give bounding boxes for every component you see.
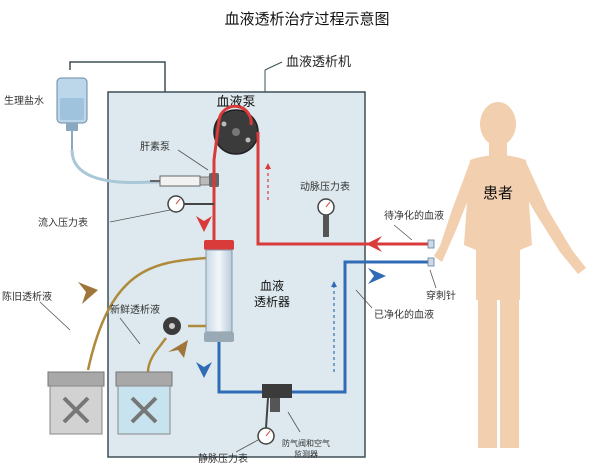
air-trap-detector <box>262 384 292 412</box>
puncture-needle <box>427 239 435 267</box>
machine-label: 血液透析机 <box>286 55 351 70</box>
red-arrow-down <box>196 216 212 232</box>
saline-bag <box>56 77 88 150</box>
blood-to-purify-label: 待净化的血液 <box>384 209 444 222</box>
fresh-dialysate-line <box>146 324 206 373</box>
dialyzer-label-line2: 透析器 <box>254 295 290 309</box>
puncture-needle-label: 穿刺针 <box>426 289 456 302</box>
red-arrow-incoming <box>366 236 382 252</box>
blood-pump-label: 血液泵 <box>216 95 255 110</box>
saline-label: 生理盐水 <box>4 94 44 107</box>
blue-arrow-outgoing <box>368 268 386 284</box>
venous-pressure-label: 静脉压力表 <box>198 452 248 465</box>
used-dialysate-line <box>86 256 207 371</box>
dialyzer-label-line1: 血液 <box>260 278 284 293</box>
patient-label: 患者 <box>483 184 513 202</box>
inflow-pressure-gauge <box>167 195 214 213</box>
used-dialysate-label: 陈旧透析液 <box>2 290 52 303</box>
used-dialysate-container <box>47 371 105 435</box>
saline-tube <box>70 149 205 184</box>
fresh-dialysate-container <box>115 371 173 435</box>
air-monitor-label-line2: 监测器 <box>294 449 318 459</box>
dialyzer <box>204 240 234 342</box>
brown-arrow-fresh <box>168 340 188 358</box>
purified-blood-label: 已净化的血液 <box>374 308 434 321</box>
fresh-dialysate-label: 新鲜透析液 <box>110 303 160 316</box>
inflow-pressure-label: 流入压力表 <box>38 216 88 229</box>
arterial-pressure-gauge <box>317 198 335 237</box>
heparin-pump-label: 肝素泵 <box>140 140 170 153</box>
diagram-title: 血液透析治疗过程示意图 <box>224 10 389 28</box>
blue-arrow-down <box>196 362 212 378</box>
brown-arrow-used <box>78 282 98 304</box>
arterial-pressure-label: 动脉压力表 <box>300 180 350 193</box>
air-monitor-label-line1: 防气阀和空气 <box>282 438 330 448</box>
patient-figure <box>434 102 586 448</box>
venous-blood-line <box>217 260 430 394</box>
venous-pressure-gauge <box>257 397 275 445</box>
dialysate-valve <box>163 317 181 335</box>
